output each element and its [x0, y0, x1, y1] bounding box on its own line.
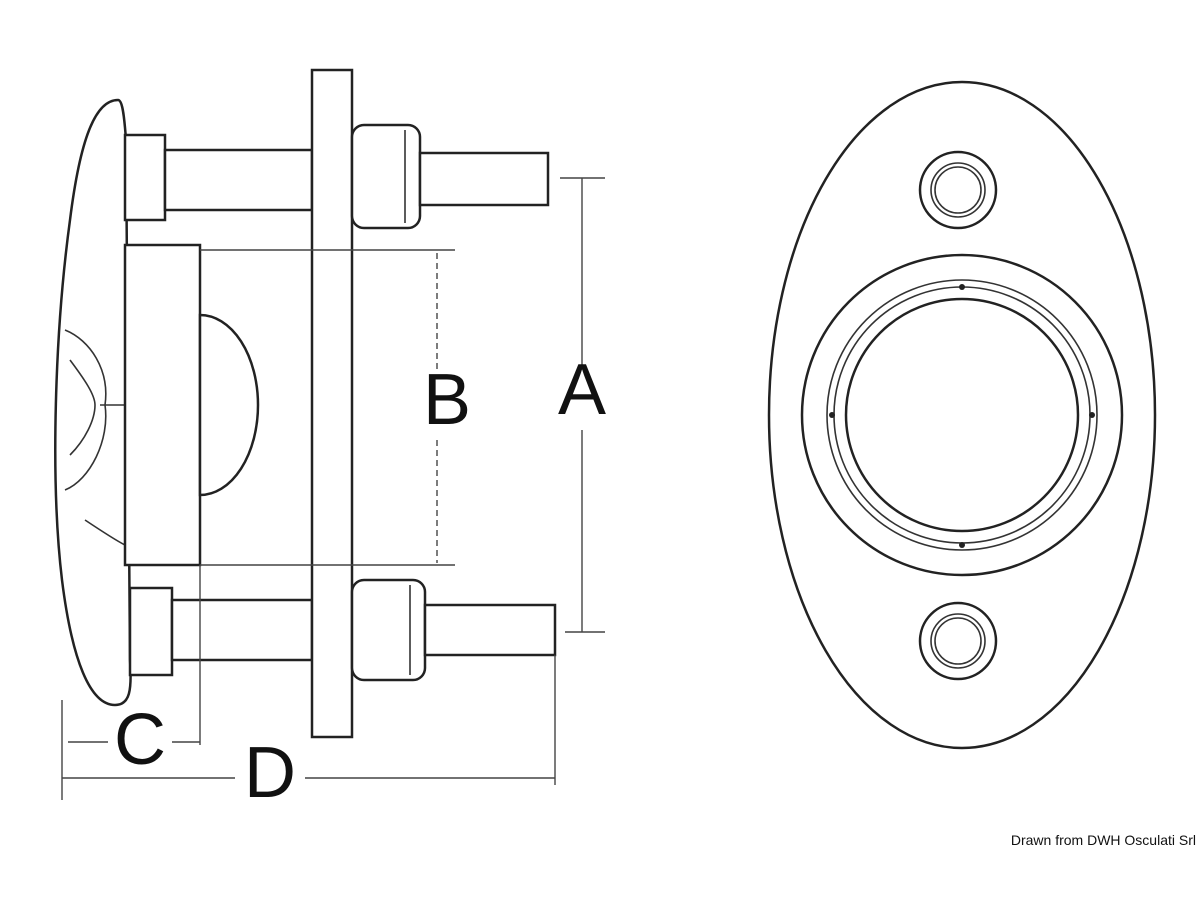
- bottom-thread: [423, 603, 557, 657]
- top-view: [767, 80, 1157, 750]
- center-opening: [844, 297, 1080, 533]
- top-bolt-head: [123, 133, 167, 222]
- bottom-bolt-head: [128, 586, 174, 677]
- dimension-label-a: A: [558, 350, 606, 430]
- dimension-b: B: [200, 249, 471, 566]
- cleat-pattern: [64, 329, 126, 546]
- dimension-label-b: B: [423, 360, 471, 440]
- base-block: [123, 243, 202, 567]
- top-nut: [350, 123, 422, 230]
- bottom-nut: [350, 578, 427, 682]
- dimension-c: C: [68, 565, 201, 780]
- cleat-body: [54, 98, 132, 707]
- dimension-label-d: D: [244, 733, 296, 813]
- bottom-bolt-shaft: [170, 598, 314, 662]
- dimension-label-c: C: [114, 700, 166, 780]
- dome: [198, 313, 260, 497]
- top-bolt-shaft: [163, 148, 314, 212]
- side-view: [54, 68, 557, 739]
- dimension-d: D: [61, 655, 556, 813]
- mounting-plate: [310, 68, 354, 739]
- dimensions: A B C D: [61, 177, 606, 813]
- top-thread: [418, 151, 550, 207]
- credit-text: Drawn from DWH Osculati Srl: [1010, 832, 1196, 848]
- dimension-a: A: [558, 177, 606, 633]
